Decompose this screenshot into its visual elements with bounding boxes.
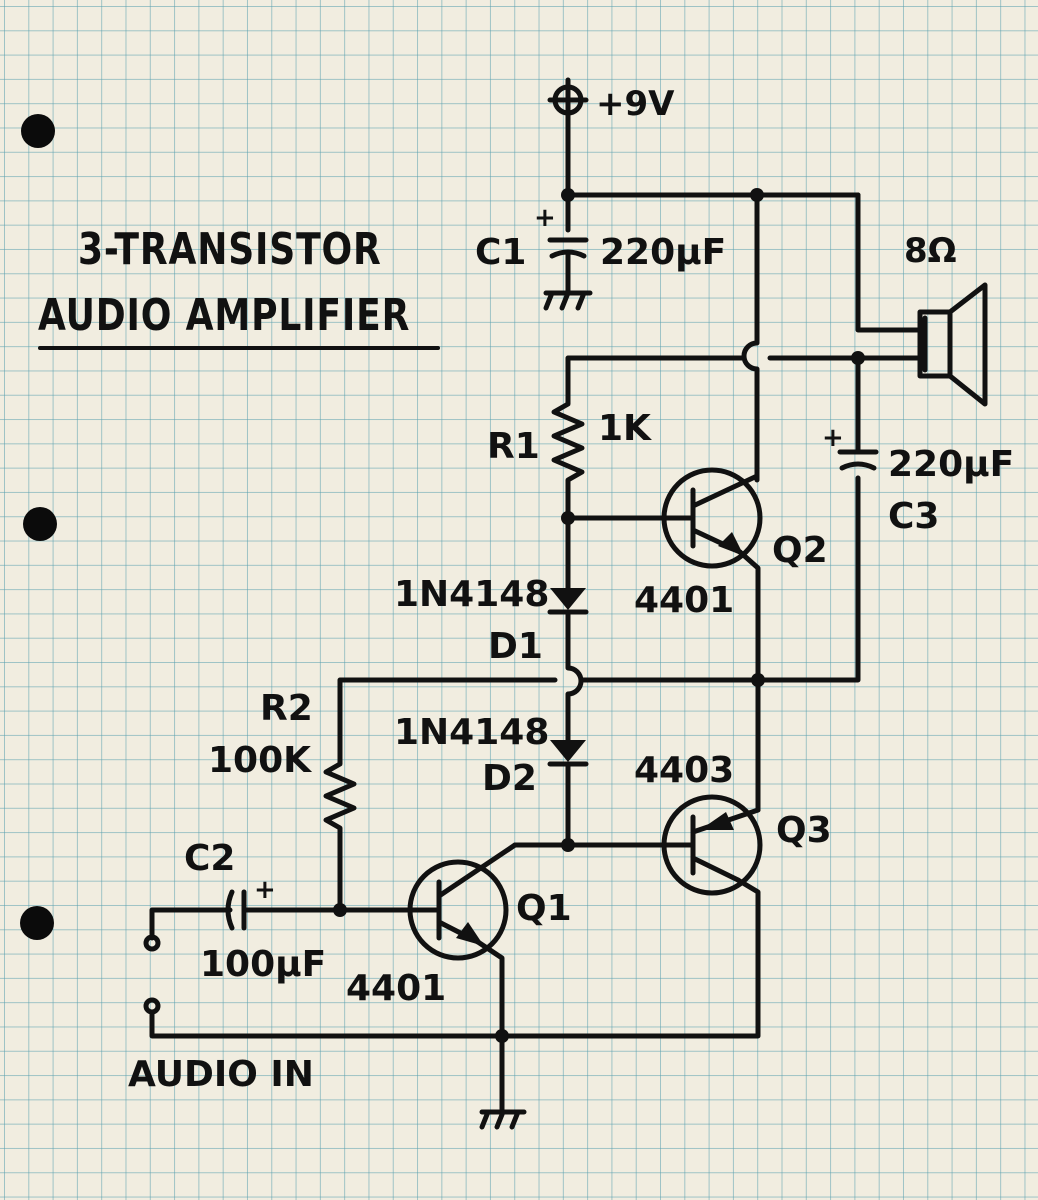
junction-supply [561, 188, 575, 202]
capacitor-c1: + C1 220µF [475, 203, 726, 311]
ground-symbol [479, 1109, 527, 1130]
q3-name: Q3 [776, 810, 832, 851]
d2-name: D2 [482, 758, 537, 799]
audio-in-label: AUDIO IN [128, 1054, 314, 1095]
transistor-q3: Q3 4403 [634, 750, 832, 896]
wires [149, 77, 923, 1115]
junction-dots [333, 188, 865, 1043]
d1-part: 1N4148 [394, 574, 549, 615]
supply-label: +9V [596, 84, 675, 124]
c2-name: C2 [184, 838, 235, 879]
r2-name: R2 [260, 688, 313, 729]
supply-terminal: +9V [547, 79, 675, 124]
resistor-r2: R2 100K [208, 688, 357, 837]
r1-value: 1K [598, 408, 652, 449]
q2-name: Q2 [772, 530, 828, 571]
c2-value: 100µF [200, 944, 326, 985]
capacitor-c2: C2 + 100µF [184, 838, 326, 985]
diode-d1: 1N4148 D1 [394, 574, 589, 667]
transistor-q1: Q1 4401 [346, 842, 572, 1009]
binder-hole-bottom [20, 906, 54, 940]
title-underline [38, 346, 440, 350]
c3-name: C3 [888, 496, 939, 537]
resistor-r1: R1 1K [487, 395, 652, 489]
title-line-2: AUDIO AMPLIFIER [38, 290, 411, 341]
c2-polarity: + [254, 875, 276, 905]
title-line-1: 3-TRANSISTOR [78, 224, 382, 275]
r1-name: R1 [487, 426, 540, 467]
q3-part: 4403 [634, 750, 734, 791]
r2-value: 100K [208, 740, 312, 781]
speaker: 8Ω [904, 231, 988, 407]
q1-part: 4401 [346, 968, 446, 1009]
junction-rail-q2 [750, 188, 764, 202]
binder-hole-top [21, 114, 55, 148]
d2-part: 1N4148 [394, 712, 549, 753]
junction-q2-base [561, 511, 575, 525]
c1-polarity: + [534, 203, 556, 233]
capacitor-c3: + 220µF C3 [822, 423, 1014, 537]
c1-name: C1 [475, 232, 526, 273]
junction-ground [495, 1029, 509, 1043]
diode-d2: 1N4148 D2 [394, 712, 589, 799]
q2-part: 4401 [634, 580, 734, 621]
junction-output [751, 673, 765, 687]
binder-hole-middle [23, 507, 57, 541]
c1-value: 220µF [600, 232, 726, 273]
junction-speaker-c3 [851, 351, 865, 365]
transistor-q2: Q2 4401 [634, 467, 828, 621]
c3-value: 220µF [888, 444, 1014, 485]
d1-name: D1 [488, 626, 543, 667]
c3-polarity: + [822, 423, 844, 453]
speaker-value: 8Ω [904, 231, 957, 271]
junction-q1-base [333, 903, 347, 917]
junction-q1-collector [561, 838, 575, 852]
q1-name: Q1 [516, 888, 572, 929]
audio-input: AUDIO IN [128, 934, 314, 1095]
